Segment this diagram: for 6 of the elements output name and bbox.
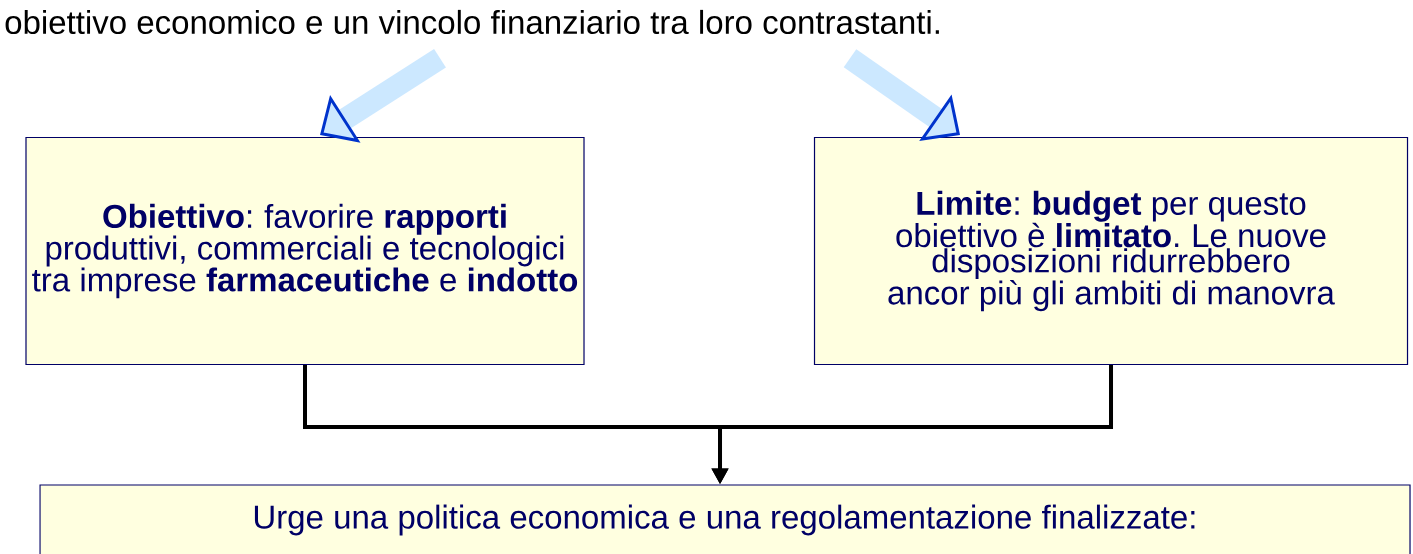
block-arrow	[320, 49, 446, 143]
block-arrow	[843, 49, 960, 141]
text-box: Limite: budget per questo obiettivo è limitato. Le nuove disposizioni ridurrebbero ancor più gli ambiti di manovra	[813, 136, 1409, 366]
text-box: Obiettivo: favorire rapporti produttivi, commerciali e tecnologici tra imprese farmaceutiche e indotto	[25, 136, 585, 366]
conclusion-box: Urge una politica economica e una regolamentazione finalizzate:	[39, 484, 1411, 554]
heading-text: obiettivo economico e un vincolo finanziario tra loro contrastanti.	[5, 9, 939, 35]
